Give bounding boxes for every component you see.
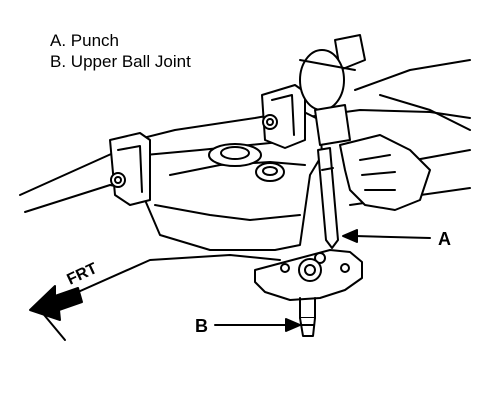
front-arrow [29, 285, 83, 321]
legend: A. Punch B. Upper Ball Joint [50, 30, 191, 72]
hammer [299, 34, 366, 146]
legend-text: Punch [70, 31, 119, 50]
legend-letter: B. [50, 52, 67, 71]
upper-control-arm [114, 109, 323, 251]
callout-label-a: A [438, 229, 451, 249]
callout-arrow-b [214, 318, 301, 332]
hand [339, 59, 471, 211]
legend-item-punch: A. Punch [50, 30, 191, 51]
legend-letter: A. [50, 31, 67, 50]
punch [317, 147, 339, 249]
pivot-bracket-front [109, 132, 151, 206]
callout-label-b: B [195, 316, 208, 336]
pivot-bracket-rear [261, 84, 306, 149]
upper-ball-joint [254, 249, 363, 337]
legend-item-upper-ball-joint: B. Upper Ball Joint [50, 51, 191, 72]
legend-text: Upper Ball Joint [70, 52, 191, 71]
callout-arrow-a [342, 229, 431, 243]
